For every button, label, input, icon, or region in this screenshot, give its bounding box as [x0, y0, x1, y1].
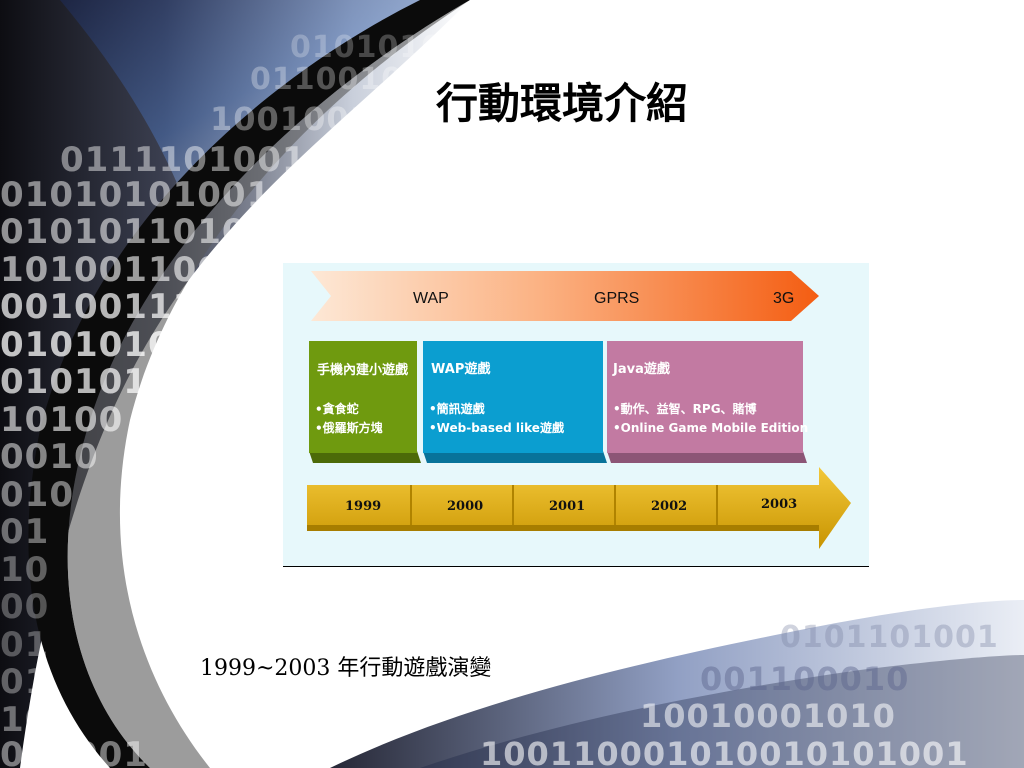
binary-text-line: 0111101001 — [60, 140, 307, 180]
binary-text-line: 0110010 — [250, 62, 404, 97]
box-item: •動作、益智、RPG、賭博 — [613, 401, 757, 416]
binary-text-line: 10100110010 — [0, 250, 272, 290]
binary-text-line: 01 — [0, 662, 50, 702]
year-label: 2001 — [549, 499, 585, 514]
figure-caption: 1999~2003 年行動遊戲演變 — [200, 656, 492, 681]
figure-bottom-rule — [283, 566, 869, 567]
binary-text-line: 010 — [0, 475, 74, 515]
tech-label-3g: 3G — [773, 290, 794, 307]
binary-text-line: 101 — [0, 700, 74, 740]
binary-text-line: 001001 — [0, 735, 148, 768]
year-label: 2002 — [651, 499, 687, 514]
binary-text-line: 1001001 — [210, 100, 373, 138]
slide-title: 行動環境介紹 — [435, 79, 688, 128]
box-title: Java遊戲 — [612, 361, 671, 377]
technology-arrow — [311, 271, 819, 321]
tech-label-wap: WAP — [413, 290, 449, 307]
box-builtin-games — [309, 341, 417, 453]
box-item: •Online Game Mobile Edition — [613, 421, 808, 435]
tech-label-gprs: GPRS — [594, 290, 639, 307]
year-label: 2000 — [447, 499, 483, 514]
binary-text-line: 10100 — [0, 400, 124, 440]
box-wap-games — [423, 341, 603, 453]
binary-text-line: 10010001010 — [640, 697, 896, 735]
binary-text-line: 01 — [0, 512, 50, 552]
binary-text-line: 0010 — [0, 437, 99, 477]
year-label: 1999 — [345, 499, 381, 514]
binary-text-line: 010101 — [0, 362, 148, 402]
binary-text-line: 01 — [0, 625, 50, 665]
box-item: •Web-based like遊戲 — [429, 420, 565, 435]
binary-text-line: 0101101001 — [780, 620, 999, 655]
box-title: WAP遊戲 — [431, 361, 491, 377]
binary-text-line: 100110001010010101001 — [480, 735, 969, 768]
binary-text-line: 10 — [0, 550, 50, 590]
box-item: •貪食蛇 — [315, 401, 359, 416]
binary-text-line: 00100111 — [0, 287, 198, 327]
box-title: 手機內建小遊戲 — [317, 362, 409, 378]
box-shadow — [309, 451, 421, 463]
box-item: •俄羅斯方塊 — [315, 420, 383, 435]
box-java-games — [607, 341, 803, 453]
binary-text-line: 001100010 — [700, 660, 910, 698]
box-item: •簡訊遊戲 — [429, 401, 486, 416]
year-label: 2003 — [761, 497, 797, 512]
binary-text-line: 00 — [0, 587, 50, 627]
box-shadow — [607, 451, 807, 463]
binary-text-line: 0101010 — [0, 325, 173, 365]
timeline-figure: WAP GPRS 3G 手機內建小遊戲 •貪食蛇 •俄羅斯方塊 WAP遊戲 •簡… — [283, 263, 869, 567]
year-shadow — [307, 525, 819, 531]
box-shadow — [423, 451, 607, 463]
timeline-diagram: WAP GPRS 3G 手機內建小遊戲 •貪食蛇 •俄羅斯方塊 WAP遊戲 •簡… — [283, 263, 869, 567]
binary-text-line: 0101010 — [290, 30, 444, 65]
binary-text-line: 0101011010101 — [0, 212, 321, 252]
year-timeline-arrow — [307, 467, 851, 549]
binary-text-line: 01010101001001 — [0, 175, 346, 215]
